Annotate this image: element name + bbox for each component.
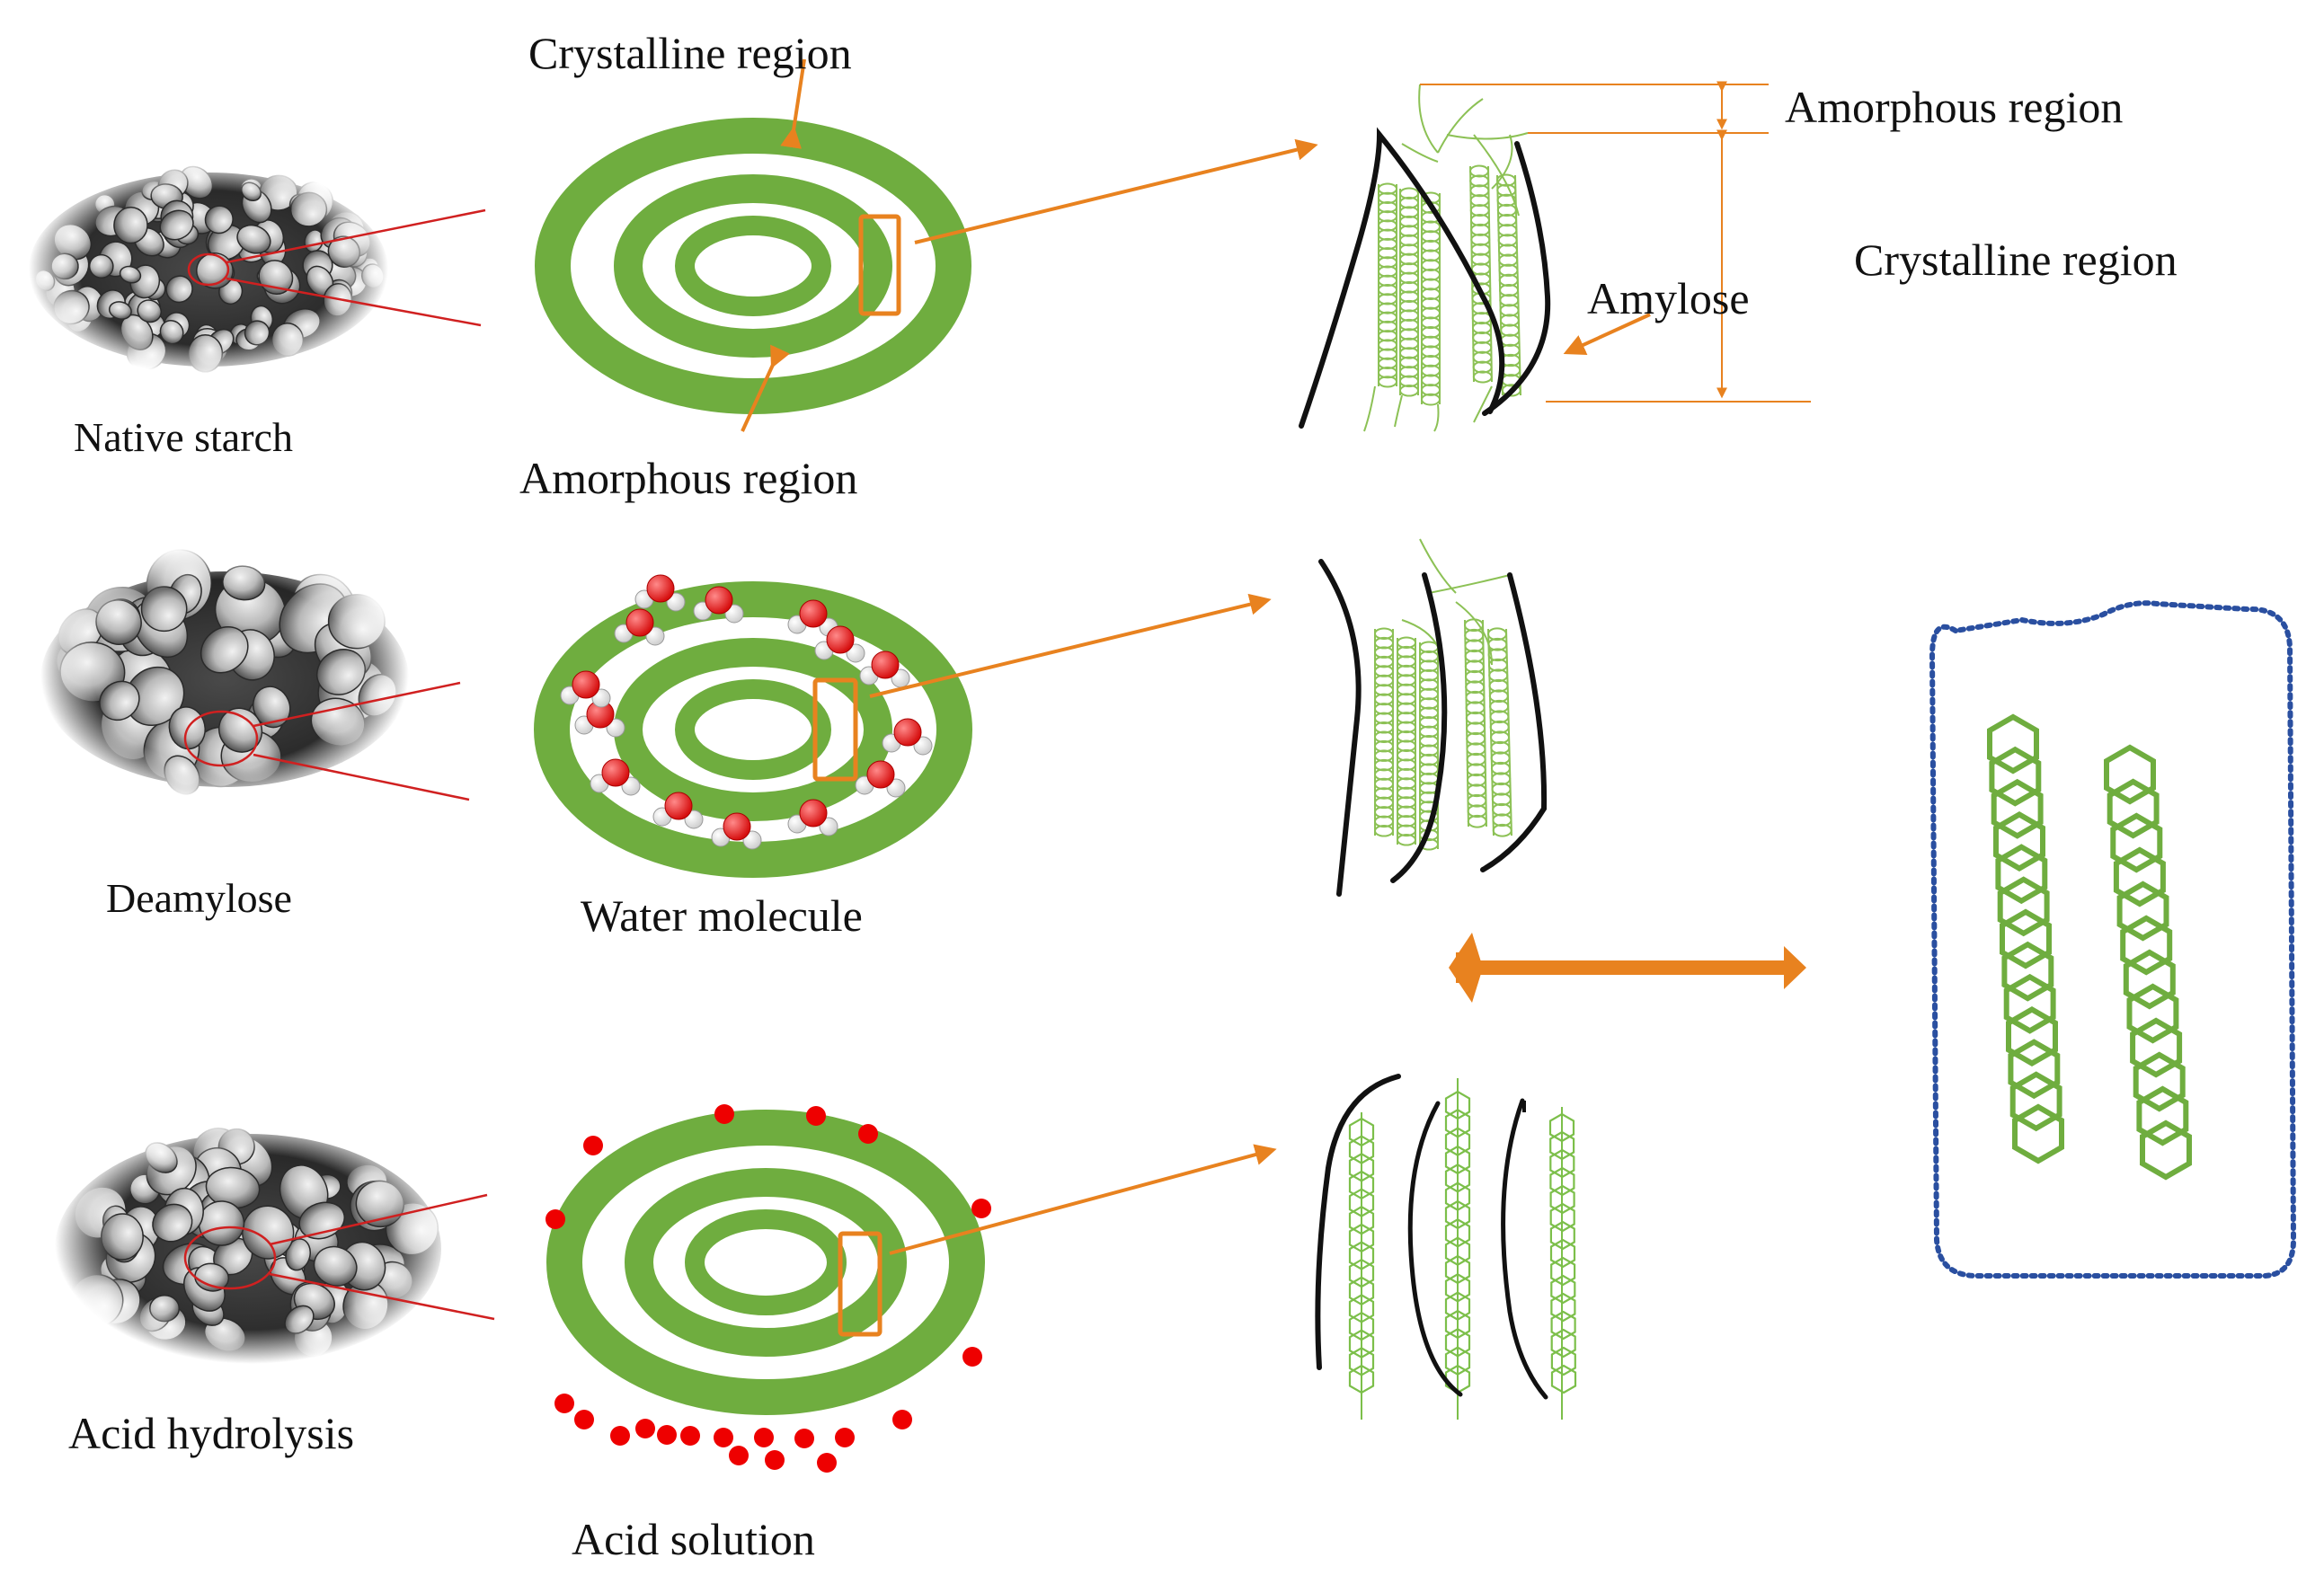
crystalline-region-label: Crystalline region — [528, 28, 852, 78]
native-starch-label: Native starch — [74, 414, 293, 460]
detail-acid — [1315, 1074, 1577, 1420]
detail-deamylose — [1318, 538, 1548, 897]
double-arrow — [1449, 933, 1806, 1003]
sem-image-deamylose — [40, 549, 409, 795]
zoom-pointers — [183, 208, 495, 1321]
granule-rings-native — [535, 118, 971, 414]
detail-crystalline-label: Crystalline region — [1854, 235, 2178, 285]
amorphous-region-label: Amorphous region — [519, 453, 857, 503]
detail-native — [1299, 84, 1551, 432]
sem-image-acid — [55, 1128, 441, 1364]
dimension-markers — [1420, 81, 1811, 403]
water-molecule-label: Water molecule — [581, 890, 863, 941]
labels: Crystalline region Amorphous region Nati… — [68, 28, 2178, 1564]
acid-solution-label: Acid solution — [572, 1514, 815, 1564]
acid-dots — [546, 1104, 991, 1473]
amylose-label: Amylose — [1587, 273, 1750, 323]
detail-amorphous-label: Amorphous region — [1785, 82, 2123, 132]
double-helix-box — [1929, 600, 2297, 1279]
zoom-arrows — [741, 58, 1651, 1255]
granule-rings-acid — [546, 1110, 985, 1415]
acid-hydrolysis-label: Acid hydrolysis — [68, 1408, 354, 1458]
granule-rings-deamylose — [534, 581, 972, 878]
selection-boxes — [812, 214, 901, 1337]
sem-image-native — [29, 165, 388, 373]
water-molecules — [560, 574, 933, 850]
deamylose-label: Deamylose — [106, 875, 292, 921]
